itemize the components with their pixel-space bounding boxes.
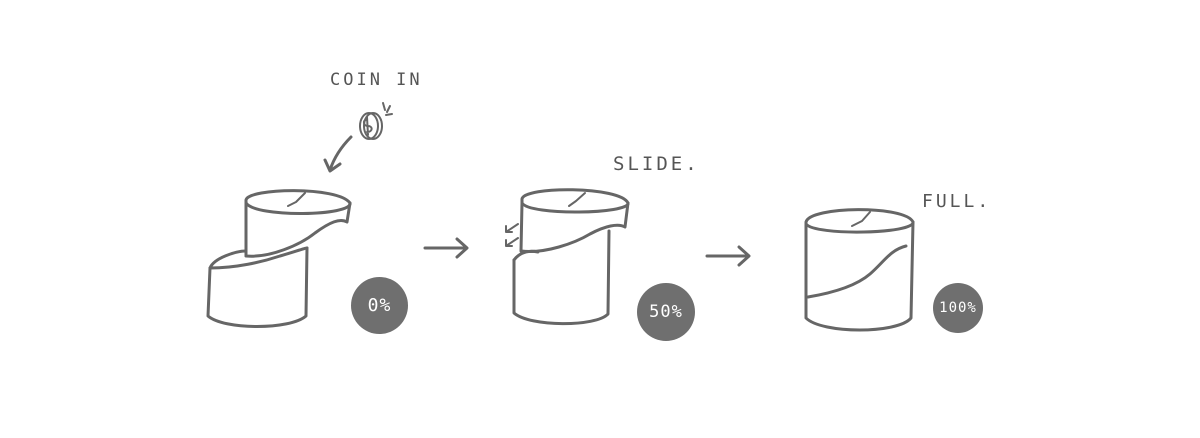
badge-half: 50% (637, 283, 695, 341)
coin-drop-arrow-head (323, 158, 342, 173)
coin-sparkle-icon (382, 102, 393, 116)
cylinder-full-seam (806, 244, 908, 299)
cylinder-full-lid (804, 208, 915, 234)
transition-arrow-1 (423, 237, 469, 259)
cylinder-empty-top-lid (244, 189, 352, 215)
cylinder-full-lid-crack (851, 211, 871, 227)
cylinder-empty-top-body (244, 201, 352, 258)
cylinder-empty-bottom-body (206, 246, 309, 328)
slide-arrow-icon-1 (505, 223, 519, 233)
cylinder-half-lower-body (512, 229, 611, 326)
cylinder-full-body (804, 220, 915, 332)
badge-empty: 0% (351, 277, 408, 334)
coin-icon (359, 102, 393, 140)
coin-in-label: COIN IN (330, 70, 423, 90)
cylinder-empty (206, 189, 352, 328)
badge-full: 100% (933, 283, 983, 333)
cylinder-half-lid-crack (568, 192, 586, 207)
slide-arrow-icon-2 (505, 237, 519, 247)
cylinder-half (505, 188, 630, 326)
transition-arrow-2 (705, 245, 751, 267)
cylinder-full (804, 208, 915, 332)
slide-label: SLIDE. (613, 153, 700, 175)
full-label: FULL. (922, 191, 992, 212)
coin-drop-arrow (328, 135, 353, 172)
cylinder-empty-bottom-top (208, 246, 309, 270)
cylinder-half-lower-rim (512, 249, 540, 262)
cylinder-empty-lid-crack (287, 192, 306, 207)
